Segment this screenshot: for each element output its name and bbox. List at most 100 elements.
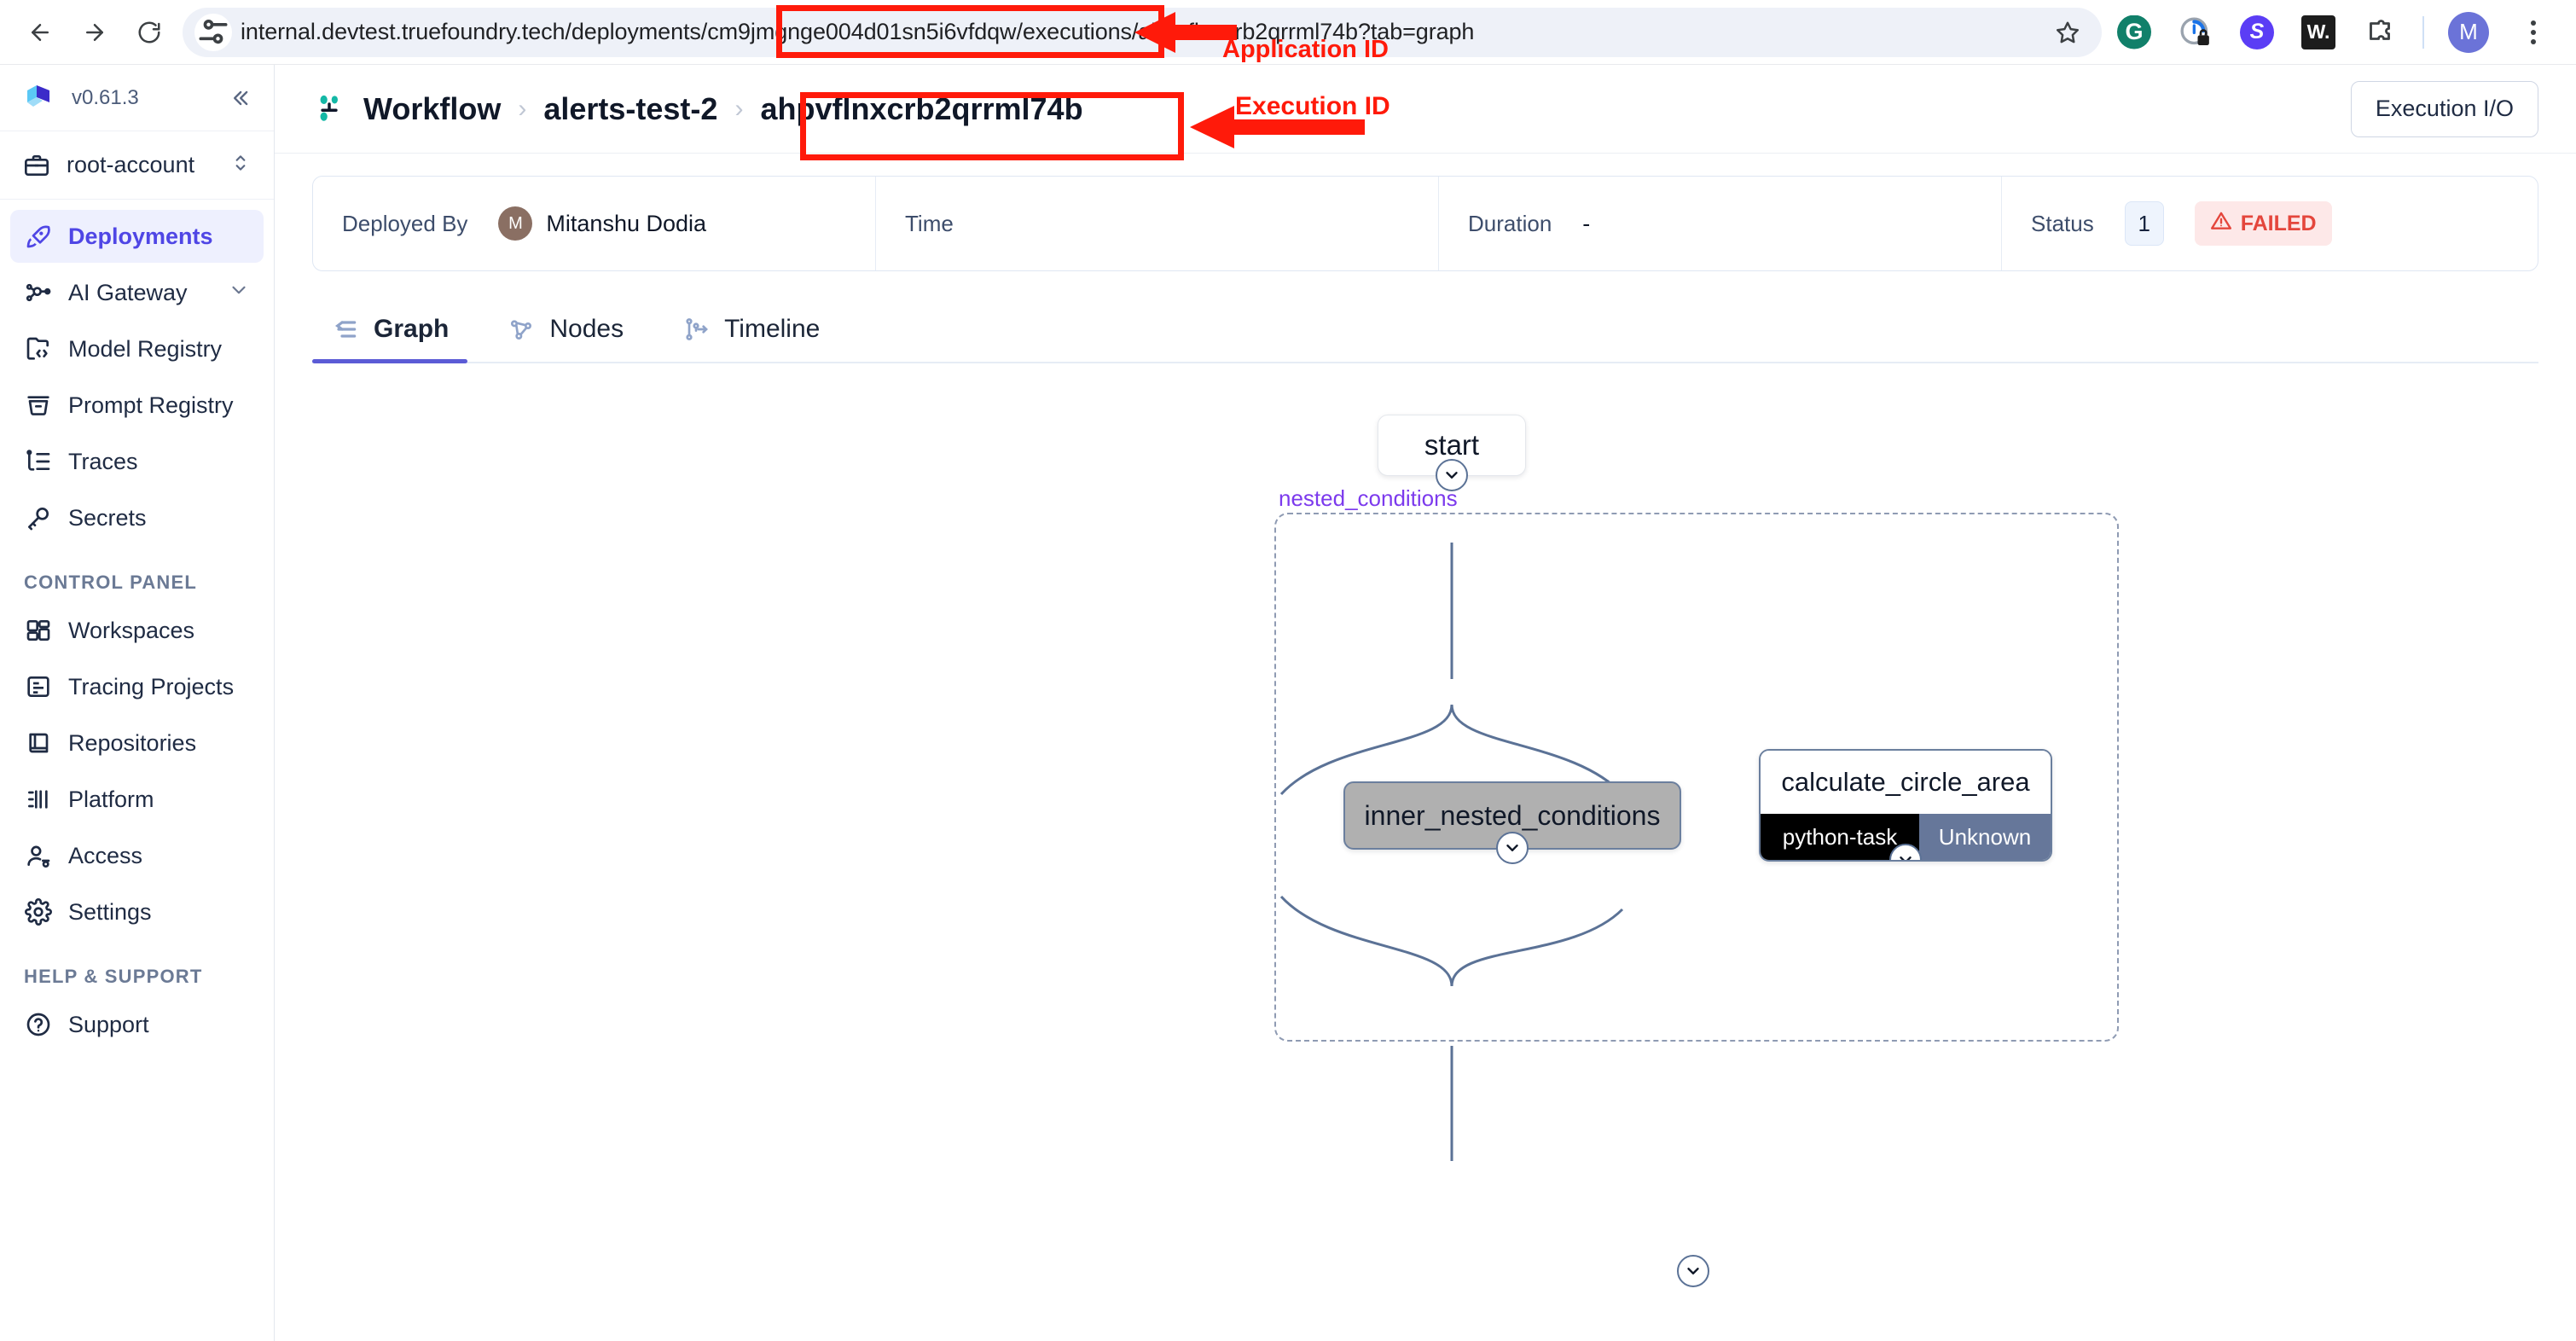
sidebar-item-label: Tracing Projects <box>68 673 235 700</box>
info-label: Deployed By <box>342 210 468 236</box>
sidebar-item-platform[interactable]: Platform <box>10 773 264 826</box>
browser-nav-buttons <box>0 8 174 57</box>
w-glyph: W. <box>2301 15 2335 49</box>
w-extension-icon[interactable]: W. <box>2300 14 2337 51</box>
breadcrumb-separator: › <box>734 94 744 123</box>
breadcrumb-item-execution[interactable]: ahpvflnxcrb2qrrml74b <box>760 90 1083 126</box>
sidebar-item-traces[interactable]: Traces <box>10 435 264 488</box>
sidebar-section-help-support: HELP & SUPPORT <box>24 966 203 987</box>
status-count: 1 <box>2124 201 2164 246</box>
chevron-down-icon[interactable] <box>1436 459 1468 491</box>
briefcase-icon <box>22 151 51 180</box>
sidebar-item-settings[interactable]: Settings <box>10 885 264 938</box>
archive-icon <box>24 391 53 420</box>
collapse-sidebar-icon[interactable] <box>228 86 252 110</box>
sidebar-item-support[interactable]: Support <box>10 998 264 1051</box>
sidebar-item-label: Platform <box>68 786 154 812</box>
sidebar-item-ai-gateway[interactable]: AI Gateway <box>10 266 264 319</box>
execution-id-annotation-label: Execution ID <box>1235 92 1390 120</box>
key-icon <box>24 503 53 532</box>
sidebar-item-model-registry[interactable]: Model Registry <box>10 322 264 375</box>
graph-node-start[interactable]: start <box>1378 415 1526 491</box>
graph-node-inner-nested-conditions[interactable]: inner_nested_conditions <box>1343 781 1681 864</box>
graph-node-calculate-circle-area[interactable]: calculate_circle_area python-task Unknow… <box>1759 749 2052 862</box>
workflow-icon <box>312 92 346 126</box>
repositories-icon <box>24 729 53 758</box>
sidebar-item-access[interactable]: Access <box>10 829 264 882</box>
forward-arrow-icon[interactable] <box>70 8 119 57</box>
chevron-updown-icon <box>229 152 252 178</box>
info-label: Status <box>2031 210 2094 236</box>
help-circle-icon <box>24 1010 53 1039</box>
info-deployed-by: Deployed By M Mitanshu Dodia <box>313 177 876 270</box>
profile-avatar[interactable]: M <box>2448 11 2489 53</box>
main-content: Workflow › alerts-test-2 › ahpvflnxcrb2q… <box>275 65 2576 1341</box>
breadcrumb-item-workflow[interactable]: Workflow <box>363 90 502 126</box>
nodes-icon <box>507 315 536 344</box>
sidebar-item-label: Prompt Registry <box>68 392 234 418</box>
sidebar-item-prompt-registry[interactable]: Prompt Registry <box>10 379 264 432</box>
sidebar: v0.61.3 root-account Deployments <box>0 65 275 1341</box>
sidebar-item-tracing-projects[interactable]: Tracing Projects <box>10 660 264 713</box>
graph-node-label: start <box>1424 429 1480 461</box>
breadcrumb: Workflow › alerts-test-2 › ahpvflnxcrb2q… <box>312 91 1083 127</box>
info-label: Time <box>905 210 954 236</box>
extensions-puzzle-icon[interactable] <box>2361 14 2399 51</box>
reload-icon[interactable] <box>125 8 174 57</box>
truefoundry-logo-icon <box>22 81 56 115</box>
back-arrow-icon[interactable] <box>15 8 65 57</box>
sidebar-item-label: Settings <box>68 898 152 925</box>
list-tree-icon <box>24 447 53 476</box>
grammarly-extension-icon[interactable]: G <box>2115 14 2153 51</box>
execution-io-button[interactable]: Execution I/O <box>2350 80 2538 137</box>
site-settings-icon[interactable] <box>194 13 232 51</box>
tab-label: Graph <box>374 315 450 343</box>
breadcrumb-item-application[interactable]: alerts-test-2 <box>543 90 718 126</box>
folder-code-icon <box>24 334 53 363</box>
sidebar-item-deployments[interactable]: Deployments <box>10 210 264 263</box>
workflow-graph-canvas[interactable]: start nested_conditions inner_nested_con… <box>275 363 2576 1341</box>
graph-node-state-badge: Unknown <box>1919 814 2051 860</box>
browser-extensions: G S W. M <box>2115 10 2576 55</box>
sidebar-version: v0.61.3 <box>72 85 139 109</box>
sidebar-item-label: Workspaces <box>68 617 195 643</box>
graph-group-expand-chevron-down-icon[interactable] <box>1677 1255 1709 1287</box>
tab-label: Timeline <box>724 315 821 343</box>
privacy-lock-extension-icon[interactable] <box>2177 14 2214 51</box>
sidebar-item-workspaces[interactable]: Workspaces <box>10 604 264 657</box>
sidebar-account-label: root-account <box>67 152 195 177</box>
avatar: M <box>498 206 533 241</box>
graph-node-label: inner_nested_conditions <box>1364 799 1661 831</box>
tab-timeline[interactable]: Timeline <box>663 297 838 362</box>
sidebar-item-repositories[interactable]: Repositories <box>10 717 264 769</box>
network-nodes-icon <box>24 278 53 307</box>
warning-triangle-icon <box>2210 210 2232 238</box>
user-access-icon <box>24 841 53 870</box>
address-bar-actions <box>2045 10 2090 55</box>
page-header: Workflow › alerts-test-2 › ahpvflnxcrb2q… <box>275 65 2576 154</box>
sidebar-item-label: Repositories <box>68 729 197 756</box>
tab-bar: Graph Nodes Timeline <box>312 297 2538 363</box>
star-icon[interactable] <box>2045 10 2090 55</box>
s-glyph: S <box>2240 15 2274 49</box>
sidebar-brand[interactable]: v0.61.3 <box>22 81 139 115</box>
chevron-down-icon[interactable] <box>1496 832 1529 864</box>
graph-node-label: calculate_circle_area <box>1761 751 2051 814</box>
platform-grid-icon <box>24 785 53 814</box>
workspaces-icon <box>24 616 53 645</box>
graph-group-nested-conditions[interactable] <box>1274 513 2119 1042</box>
tab-nodes[interactable]: Nodes <box>488 297 642 362</box>
sidebar-item-label: AI Gateway <box>68 279 188 305</box>
sidebar-account-switcher[interactable]: root-account <box>0 131 274 200</box>
info-value: M Mitanshu Dodia <box>498 206 706 241</box>
s-extension-icon[interactable]: S <box>2238 14 2276 51</box>
sidebar-item-secrets[interactable]: Secrets <box>10 491 264 544</box>
sidebar-header: v0.61.3 <box>0 65 274 131</box>
info-label: Duration <box>1468 210 1552 236</box>
graph-node-footer: python-task Unknown <box>1761 814 2051 860</box>
tab-graph[interactable]: Graph <box>312 297 468 363</box>
rocket-icon <box>24 222 53 251</box>
graph-node-kind-badge: python-task <box>1761 814 1919 860</box>
kebab-menu-icon[interactable] <box>2513 10 2554 55</box>
address-bar[interactable]: internal.devtest.truefoundry.tech/deploy… <box>183 7 2102 57</box>
